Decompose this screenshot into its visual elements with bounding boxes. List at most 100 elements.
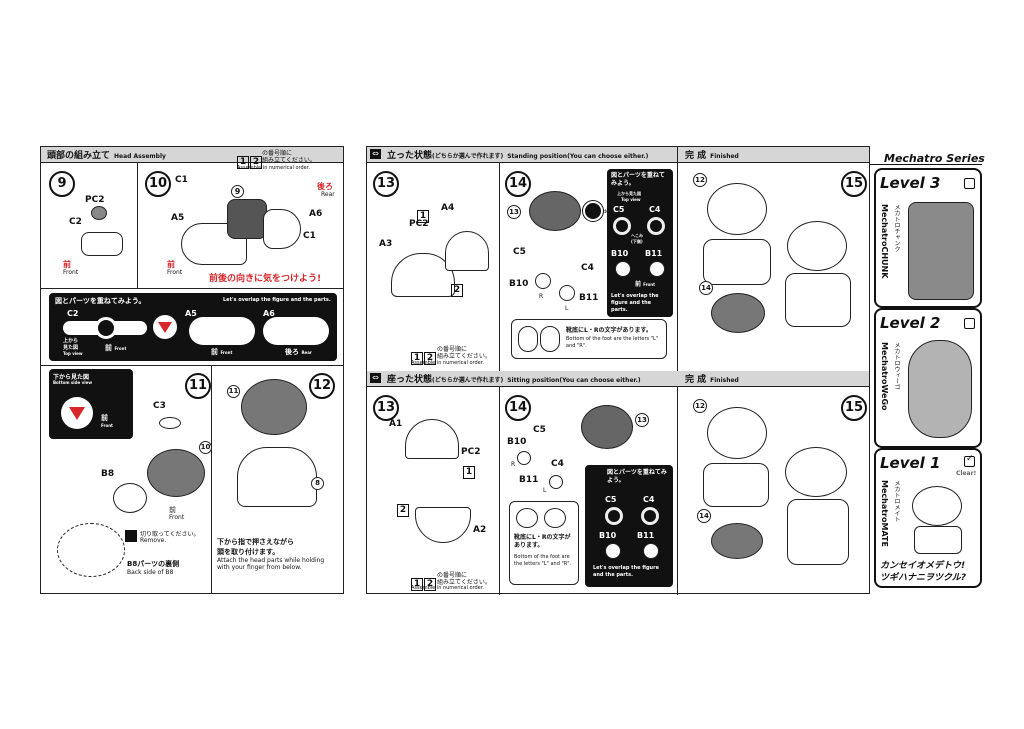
level-3-title: Level 3 [880,174,941,192]
overlap-c2-ring [95,317,117,339]
part-a5-label: A5 [171,213,185,223]
front-label-10: 前 [167,260,175,269]
standing-b11-label: B11 [579,293,599,303]
a6-head-half [263,209,301,249]
sitting-box-1: 1 [463,459,476,479]
part-a6-label: A6 [309,209,323,219]
standing-foot-l [559,285,575,301]
overlap-front-jp: 前 Front [105,344,127,352]
ref-circle-11: 11 [227,385,240,398]
standing-ov-c4: C4 [649,205,661,214]
level-3-checkbox[interactable] [964,178,975,189]
standing-base-part [529,191,581,231]
level-2-checkbox[interactable] [964,318,975,329]
bottom-view-box: 下から見た図 Bottom side view 前 Front [49,369,133,439]
level-3-robot [908,202,974,300]
standing-step-14: 14 [505,171,531,197]
step-10-number: 10 [145,171,171,197]
standing-ov-dent: へこみ (下側) [631,233,643,244]
sitting-sole-r [516,508,538,528]
sitting-a2-part [415,507,471,543]
part-c1-label-a: C1 [175,175,188,185]
bottom-view-front: 前 [101,414,108,422]
sitting-foot-note: 靴底にL・Rの文字があります。 Bottom of the foot are t… [509,501,579,585]
standing-ov-en: Let's overlap the figure and the parts. [611,293,659,313]
standing-robot-complete-body [785,273,851,327]
front-en-9: Front [63,269,79,276]
c3-part [159,417,181,429]
front-en-10: Front [167,269,183,276]
bottom-view-en: Bottom side view [53,380,93,385]
standing-ov-b11-shape [649,261,665,277]
standing-ref-13: 13 [507,205,521,219]
standing-top-en: Top view [621,197,641,202]
sitting-foot-r [517,451,531,465]
standing-ref-14: 14 [699,281,713,295]
standing-r: R [539,293,544,300]
level-2-kana: メカトロウィーゴ [893,342,900,390]
level-2-title: Level 2 [880,314,941,332]
sitting-a1-label: A1 [389,419,403,429]
standing-head-fin [707,183,767,235]
sitting-ov-c5-ring [605,507,623,525]
level-1-card: Level 1 ✓ Clear! MechatroMATE メカトロメイト カン… [874,448,982,588]
series-title-divider [870,164,982,165]
standing-ov-c5: C5 [613,205,625,214]
overlap-a6-shape [263,317,329,345]
sitting-ov-b10: B10 [599,531,617,540]
level-1-robot-head [912,486,962,526]
standing-a4-label: A4 [441,203,455,213]
slogan-line-2: ツギハナニヲツクル? [880,573,966,583]
b8-back-diagram [57,523,125,577]
standing-c5-label: C5 [513,247,526,257]
sitting-ov-b11-shape [643,543,659,559]
foot-sole-r [518,326,538,352]
step-9-number: 9 [49,171,75,197]
level-2-card: Level 2 MechatroWeGo メカトロウィーゴ [874,308,982,448]
sitting-c5-label: C5 [533,425,546,435]
standing-foot-en: Bottom of the foot are the letters "L" a… [566,336,659,349]
standing-c4-label: C4 [581,263,594,273]
sitting-pc2-label: PC2 [461,447,481,457]
sitting-a2-label: A2 [473,525,487,535]
standing-foot-note: 靴底にL・Rの文字があります。 Bottom of the foot are t… [511,319,667,359]
step-11-number: 11 [185,373,211,399]
step-12-number: 12 [309,373,335,399]
level-1-checkbox[interactable]: ✓ [964,454,975,467]
overlap-figure-box: 図とパーツを重ねてみよう。 Let's overlap the figure a… [49,293,337,361]
ref-circle-10: 10 [199,441,212,454]
part-c1-label-b: C1 [303,231,316,241]
standing-pc2-label: PC2 [409,219,429,229]
overlap-top-en: Top view [63,351,83,356]
sitting-ref-13: 13 [635,413,649,427]
standing-overlap-jp: 図とパーツを重ねてみよう。 [611,172,665,187]
part-c2-label: C2 [69,217,82,227]
standing-box-2: 2 [451,277,464,297]
overlap-jp: 図とパーツを重ねてみよう。 [55,297,146,305]
standing-robot-complete-head [787,221,847,271]
sitting-ov-c4: C4 [643,495,655,504]
sitting-b11-label: B11 [519,475,539,485]
level-1-name: MechatroMATE [880,480,889,547]
bottom-view-triangle-icon [61,397,93,429]
sitting-ref-12: 12 [693,399,707,413]
standing-ov-b10: B10 [611,249,629,258]
level-1-robot-body [914,526,962,554]
sitting-ov-b10-shape [605,543,621,559]
level-2-name: MechatroWeGo [880,342,889,411]
rear-label-10: 後ろ [317,182,333,191]
swap-icon-2: ⇔ [370,373,381,383]
sitting-l: L [543,487,547,494]
part-c3-label: C3 [153,401,166,411]
front-label-9: 前 [63,260,71,269]
orientation-warning: 前後の向きに気をつけよう! [209,274,322,284]
sitting-c4-label: C4 [551,459,564,469]
overlap-en: Let's overlap the figure and the parts. [223,297,331,303]
standing-header: ⇔ 立った状態(どちらか選んで作れます)Standing position(Yo… [367,147,869,163]
sitting-r: R [511,461,516,468]
sitting-ov-en: Let's overlap the figure and the parts. [593,565,659,578]
